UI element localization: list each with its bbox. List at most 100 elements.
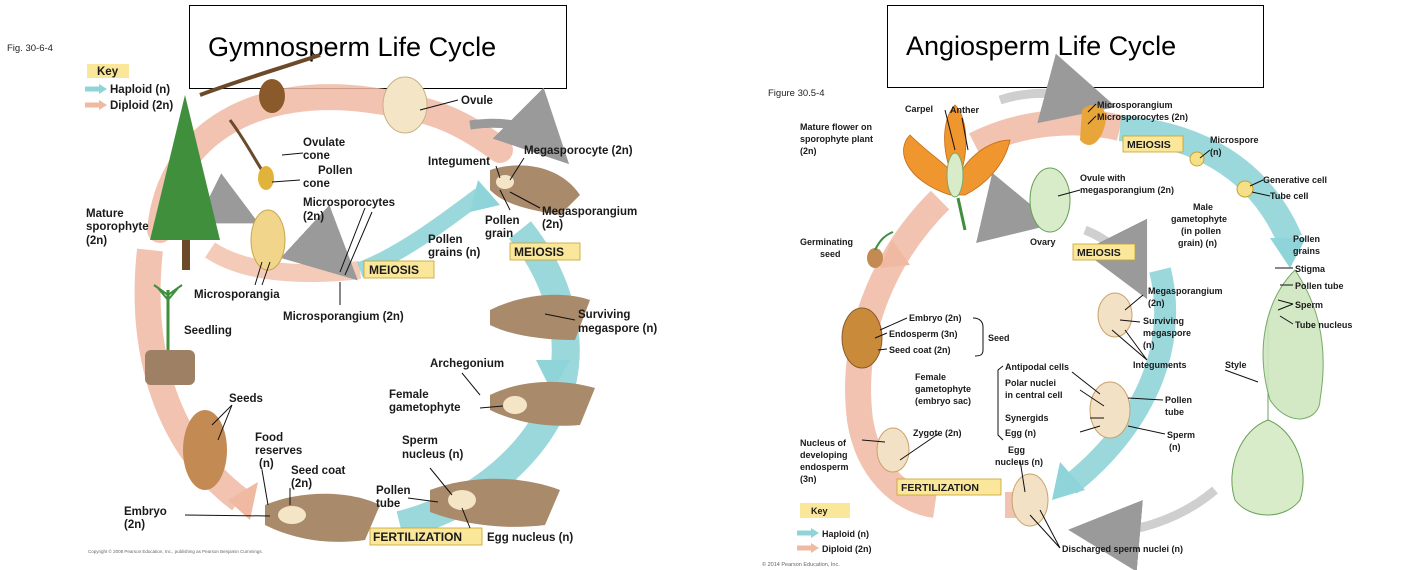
- process-arrow: [215, 200, 240, 214]
- label-embryo-1: Embryo: [124, 506, 167, 518]
- pine-branch: [230, 120, 265, 175]
- label-surviving-1: Surviving: [1143, 316, 1184, 326]
- label-carpel: Carpel: [905, 104, 933, 114]
- egg-nucleus-cell: [448, 490, 476, 510]
- label-female-gam-3: (embryo sac): [915, 396, 971, 406]
- angio-meiosis-label-1: MEIOSIS: [1127, 139, 1171, 151]
- gymno-key-diploid: Diploid (2n): [110, 100, 173, 112]
- label-male-gametophyte-3: (in pollen: [1181, 226, 1221, 236]
- label-ovule-1: Ovule with: [1080, 173, 1126, 183]
- carpel: [947, 153, 963, 197]
- leader-line: [1225, 370, 1258, 382]
- process-arrow: [990, 210, 1028, 218]
- tree-trunk: [182, 240, 190, 270]
- label-germinating-1: Germinating: [800, 237, 853, 247]
- label-pollen-tube-r: Pollen tube: [1295, 281, 1344, 291]
- gymno-fig-label: Fig. 30-6-4: [7, 43, 53, 54]
- label-seedling: Seedling: [184, 325, 232, 337]
- angio-copyright: © 2014 Pearson Education, Inc.: [762, 561, 840, 568]
- angio-fig-label: Figure 30.5-4: [768, 88, 825, 99]
- label-microsporocytes-2: (2n): [303, 211, 324, 223]
- megasporangium: [1098, 293, 1132, 337]
- gymno-meiosis-label-2: MEIOSIS: [514, 245, 564, 259]
- label-endosperm: Endosperm (3n): [889, 329, 958, 339]
- label-pollen-grains-2: grains (n): [428, 247, 481, 259]
- label-pollen-cone-1: Pollen: [318, 165, 353, 177]
- label-mature-flower-1: Mature flower on: [800, 122, 872, 132]
- label-pollen-grain-1: Pollen: [485, 215, 520, 227]
- label-zygote: Zygote (2n): [913, 428, 962, 438]
- label-microspore-2: (n): [1210, 147, 1222, 157]
- label-anther: Anther: [950, 105, 979, 115]
- label-pollen-grains-1: Pollen: [1293, 234, 1320, 244]
- label-synergids: Synergids: [1005, 413, 1049, 423]
- label-egg-nucleus-2: nucleus (n): [995, 457, 1043, 467]
- leader-line: [462, 373, 480, 395]
- gymno-fertilization-label: FERTILIZATION: [373, 530, 462, 544]
- label-mature-sporophyte-1: Mature: [86, 208, 124, 220]
- pollen-ovary: [1263, 270, 1323, 419]
- haploid-key-arrowhead: [99, 84, 107, 94]
- label-mature-sporophyte-2: sporophyte: [86, 221, 149, 233]
- label-embryo: Embryo (2n): [909, 313, 962, 323]
- leader-line: [998, 366, 1003, 440]
- label-ovule-2: megasporangium (2n): [1080, 185, 1174, 195]
- female-gametophyte-cell: [503, 396, 527, 414]
- label-egg: Egg (n): [1005, 428, 1036, 438]
- diploid-key-arrowhead: [811, 543, 819, 553]
- label-pollen-tube-2: tube: [376, 498, 400, 510]
- leader-line: [262, 470, 268, 505]
- label-seed-coat-2: (2n): [291, 478, 312, 490]
- label-integuments: Integuments: [1133, 360, 1187, 370]
- label-pollen-cone-2: cone: [303, 178, 330, 190]
- diploid-key-arrowhead: [99, 100, 107, 110]
- process-arrow: [300, 240, 338, 262]
- seed: [183, 410, 227, 490]
- label-microsporocytes: Microsporocytes (2n): [1097, 112, 1188, 122]
- pollen-cone: [258, 166, 274, 190]
- embryo: [278, 506, 306, 524]
- label-mature-flower-2: sporophyte plant: [800, 134, 873, 144]
- angio-key-diploid: Diploid (2n): [822, 544, 872, 554]
- leader-line: [282, 153, 303, 155]
- soil: [145, 350, 195, 385]
- label-archegonium: Archegonium: [430, 358, 504, 370]
- label-integument: Integument: [428, 156, 490, 168]
- label-megasporocyte: Megasporocyte (2n): [524, 145, 633, 157]
- label-mature-sporophyte-3: (2n): [86, 235, 107, 247]
- ovule: [383, 77, 427, 133]
- label-microsporangia: Microsporangia: [194, 289, 280, 301]
- label-discharged: Discharged sperm nuclei (n): [1062, 544, 1183, 554]
- label-nucleus-dev-4: (3n): [800, 474, 817, 484]
- label-sperm-r: Sperm: [1295, 300, 1323, 310]
- label-male-gametophyte-4: grain) (n): [1178, 238, 1217, 248]
- label-food-reserves-3: (n): [259, 458, 274, 470]
- label-seed-coat: Seed coat (2n): [889, 345, 951, 355]
- leader-line: [272, 180, 300, 182]
- label-megasporangium-1: Megasporangium: [542, 206, 637, 218]
- angio-key-haploid: Haploid (n): [822, 529, 869, 539]
- label-pollen-tube-c-1: Pollen: [1165, 395, 1192, 405]
- gymno-key-haploid: Haploid (n): [110, 84, 170, 96]
- label-polar-1: Polar nuclei: [1005, 378, 1056, 388]
- germinating-seed: [867, 248, 883, 268]
- angio-meiosis-label-2: MEIOSIS: [1077, 247, 1121, 259]
- label-sperm-nucleus-2: nucleus (n): [402, 449, 464, 461]
- label-food-reserves-2: reserves: [255, 445, 302, 457]
- mature-sporophyte-tree: [150, 95, 220, 240]
- gymno-key-title: Key: [97, 66, 119, 78]
- label-nucleus-dev-2: developing: [800, 450, 848, 460]
- microsporangia-cone: [251, 210, 285, 270]
- label-tube-cell: Tube cell: [1270, 191, 1308, 201]
- label-nucleus-dev-1: Nucleus of: [800, 438, 847, 448]
- surviving-megaspore-tissue: [490, 295, 590, 340]
- label-megasporangium-1: Megasporangium: [1148, 286, 1223, 296]
- label-pollen-tube-c-2: tube: [1165, 407, 1184, 417]
- leader-line: [185, 515, 270, 516]
- label-sperm-c-2: (n): [1169, 442, 1181, 452]
- label-seed: Seed: [988, 333, 1010, 343]
- haploid-key-arrowhead: [811, 528, 819, 538]
- angiosperm-panel: Key Haploid (n) Diploid (2n) Figure 30.5…: [762, 88, 1352, 568]
- fertilization-ovule: [1012, 474, 1048, 526]
